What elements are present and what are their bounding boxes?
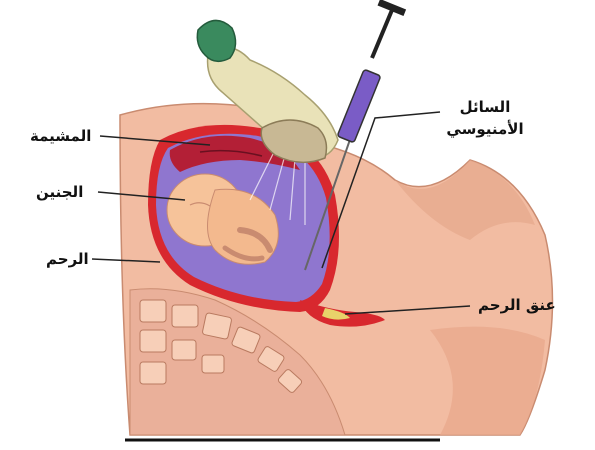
label-uterus: الرحم [46, 250, 89, 268]
label-amniotic-fluid-line1: السائل [440, 96, 530, 118]
label-cervix: عنق الرحم [478, 296, 556, 314]
label-amniotic-fluid-line2: الأمنيوسي [440, 118, 530, 140]
label-fetus: الجنين [36, 183, 83, 201]
label-placenta: المشيمة [30, 127, 91, 145]
label-amniotic-fluid: السائل الأمنيوسي [440, 96, 530, 140]
